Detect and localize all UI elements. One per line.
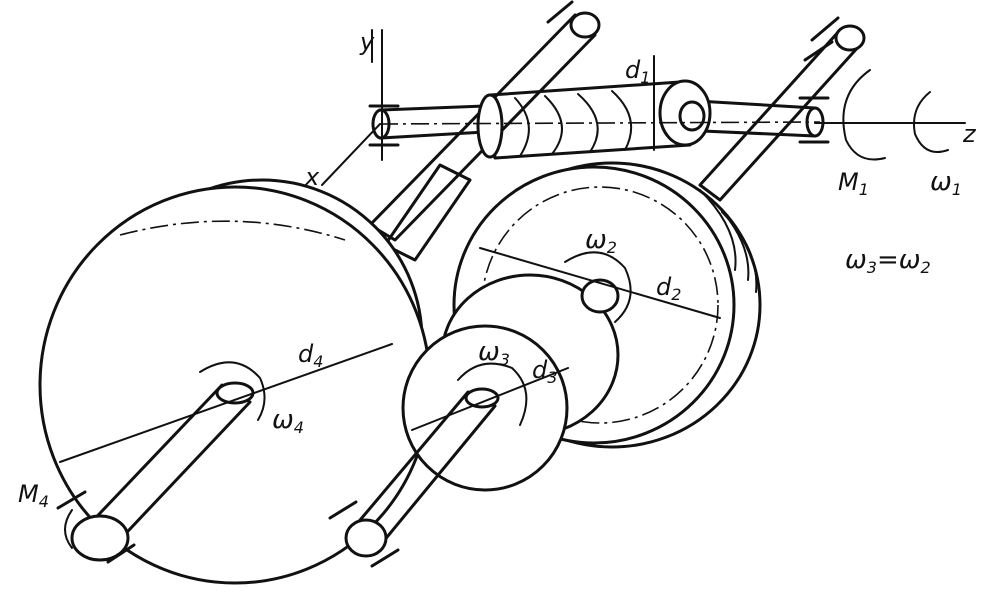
label-relation: ω3=ω2 xyxy=(845,245,931,277)
bearing-marks-bottom xyxy=(56,490,400,568)
bearing-right xyxy=(798,96,830,144)
label-M4: M4 xyxy=(18,480,49,511)
label-z: z xyxy=(962,120,977,148)
bearing-left xyxy=(368,104,400,147)
bearing-marks-top xyxy=(546,0,840,62)
label-M1: M1 xyxy=(838,168,869,199)
label-omega3: ω3 xyxy=(478,337,510,369)
axes xyxy=(321,29,966,186)
label-y: y xyxy=(359,28,375,56)
label-d3: d3 xyxy=(532,356,557,387)
shaft-d4 xyxy=(70,381,255,562)
diameter-arrows xyxy=(59,247,721,463)
label-omega1: ω1 xyxy=(930,167,962,199)
rear-rod-left xyxy=(368,11,601,242)
middle-rod xyxy=(383,163,472,262)
label-d1: d1 xyxy=(625,56,650,87)
rotation-arcs xyxy=(64,69,949,549)
label-d2: d2 xyxy=(656,273,681,304)
label-x: x xyxy=(304,163,320,191)
worm-d1 xyxy=(379,79,821,160)
label-omega4: ω4 xyxy=(272,405,304,437)
small-gear-d3 xyxy=(401,273,620,492)
label-d4: d4 xyxy=(298,340,323,371)
label-omega2: ω2 xyxy=(585,225,617,257)
